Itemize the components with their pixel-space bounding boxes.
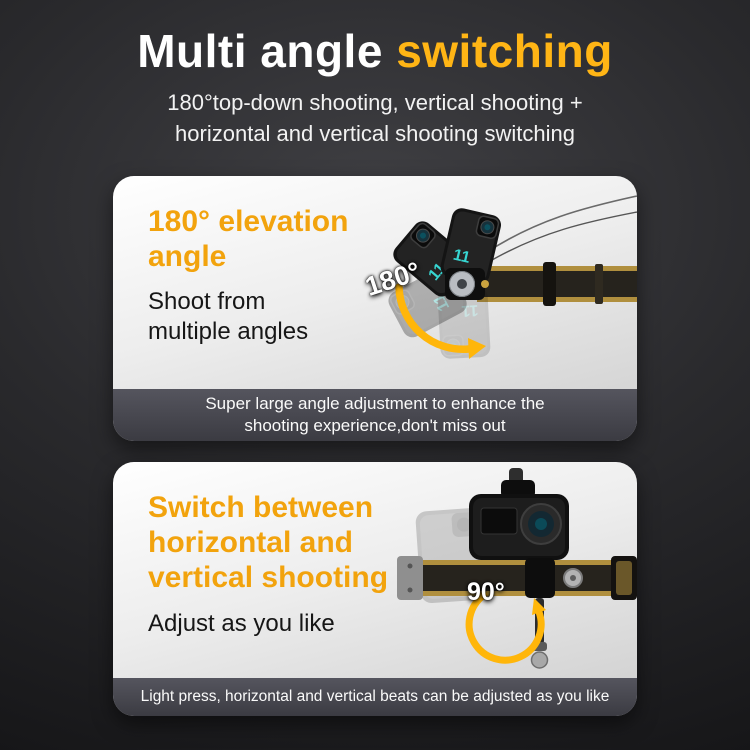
mount-clamp-lower-graphic (525, 557, 583, 598)
card1-caption-line-2: shooting experience,don't miss out (244, 415, 506, 435)
title-accent-text: switching (396, 25, 613, 77)
pivot-mount-graphic (445, 267, 489, 300)
head-strap-graphic (397, 555, 637, 600)
subtitle-line-1: 180°top-down shooting, vertical shooting… (167, 90, 583, 115)
rotation-arrow-icon (395, 282, 473, 353)
card2-description: Adjust as you like (148, 609, 335, 637)
orientation-illustration-svg (397, 467, 637, 669)
card1-body-area: 180° elevation angle Shoot from multiple… (113, 176, 637, 389)
rotation-arrow-head-icon (532, 597, 546, 615)
elevation-illustration-svg: 11 (384, 194, 637, 360)
card1-text-column: 180° elevation angle Shoot from multiple… (148, 204, 393, 348)
feature-card-elevation: 180° elevation angle Shoot from multiple… (113, 175, 637, 441)
head-strap-graphic (477, 261, 637, 306)
card1-caption-line-1: Super large angle adjustment to enhance … (205, 393, 545, 413)
rotation-arrow-icon (465, 591, 545, 664)
title-white-text: Multi angle (137, 25, 397, 77)
card2-angle-label: 90° (467, 577, 505, 606)
cable-graphic (491, 210, 637, 261)
camera-front-graphic (469, 493, 569, 560)
card1-caption: Super large angle adjustment to enhance … (113, 388, 637, 441)
cable-graphic (486, 194, 637, 253)
subtitle-line-2: horizontal and vertical shooting switchi… (175, 120, 575, 146)
mount-clamp-top-graphic (501, 467, 535, 498)
feature-card-orientation: Switch between horizontal and vertical s… (113, 461, 637, 716)
card2-heading: Switch between horizontal and vertical s… (148, 490, 389, 595)
rotation-arrow-head-icon (468, 337, 486, 359)
card1-description: Shoot from multiple angles (148, 288, 309, 346)
page-title: Multi angle switching (0, 24, 750, 78)
card1-illustration: 11 (337, 182, 637, 388)
card2-caption: Light press, horizontal and vertical bea… (113, 677, 637, 716)
card2-text-column: Switch between horizontal and vertical s… (148, 490, 433, 639)
card2-body-area: Switch between horizontal and vertical s… (113, 462, 637, 678)
card1-heading: 180° elevation angle (148, 204, 349, 273)
card2-caption-line: Light press, horizontal and vertical bea… (140, 687, 610, 705)
card2-illustration: 90° (397, 466, 637, 678)
page-subtitle: 180°top-down shooting, vertical shooting… (0, 88, 750, 150)
